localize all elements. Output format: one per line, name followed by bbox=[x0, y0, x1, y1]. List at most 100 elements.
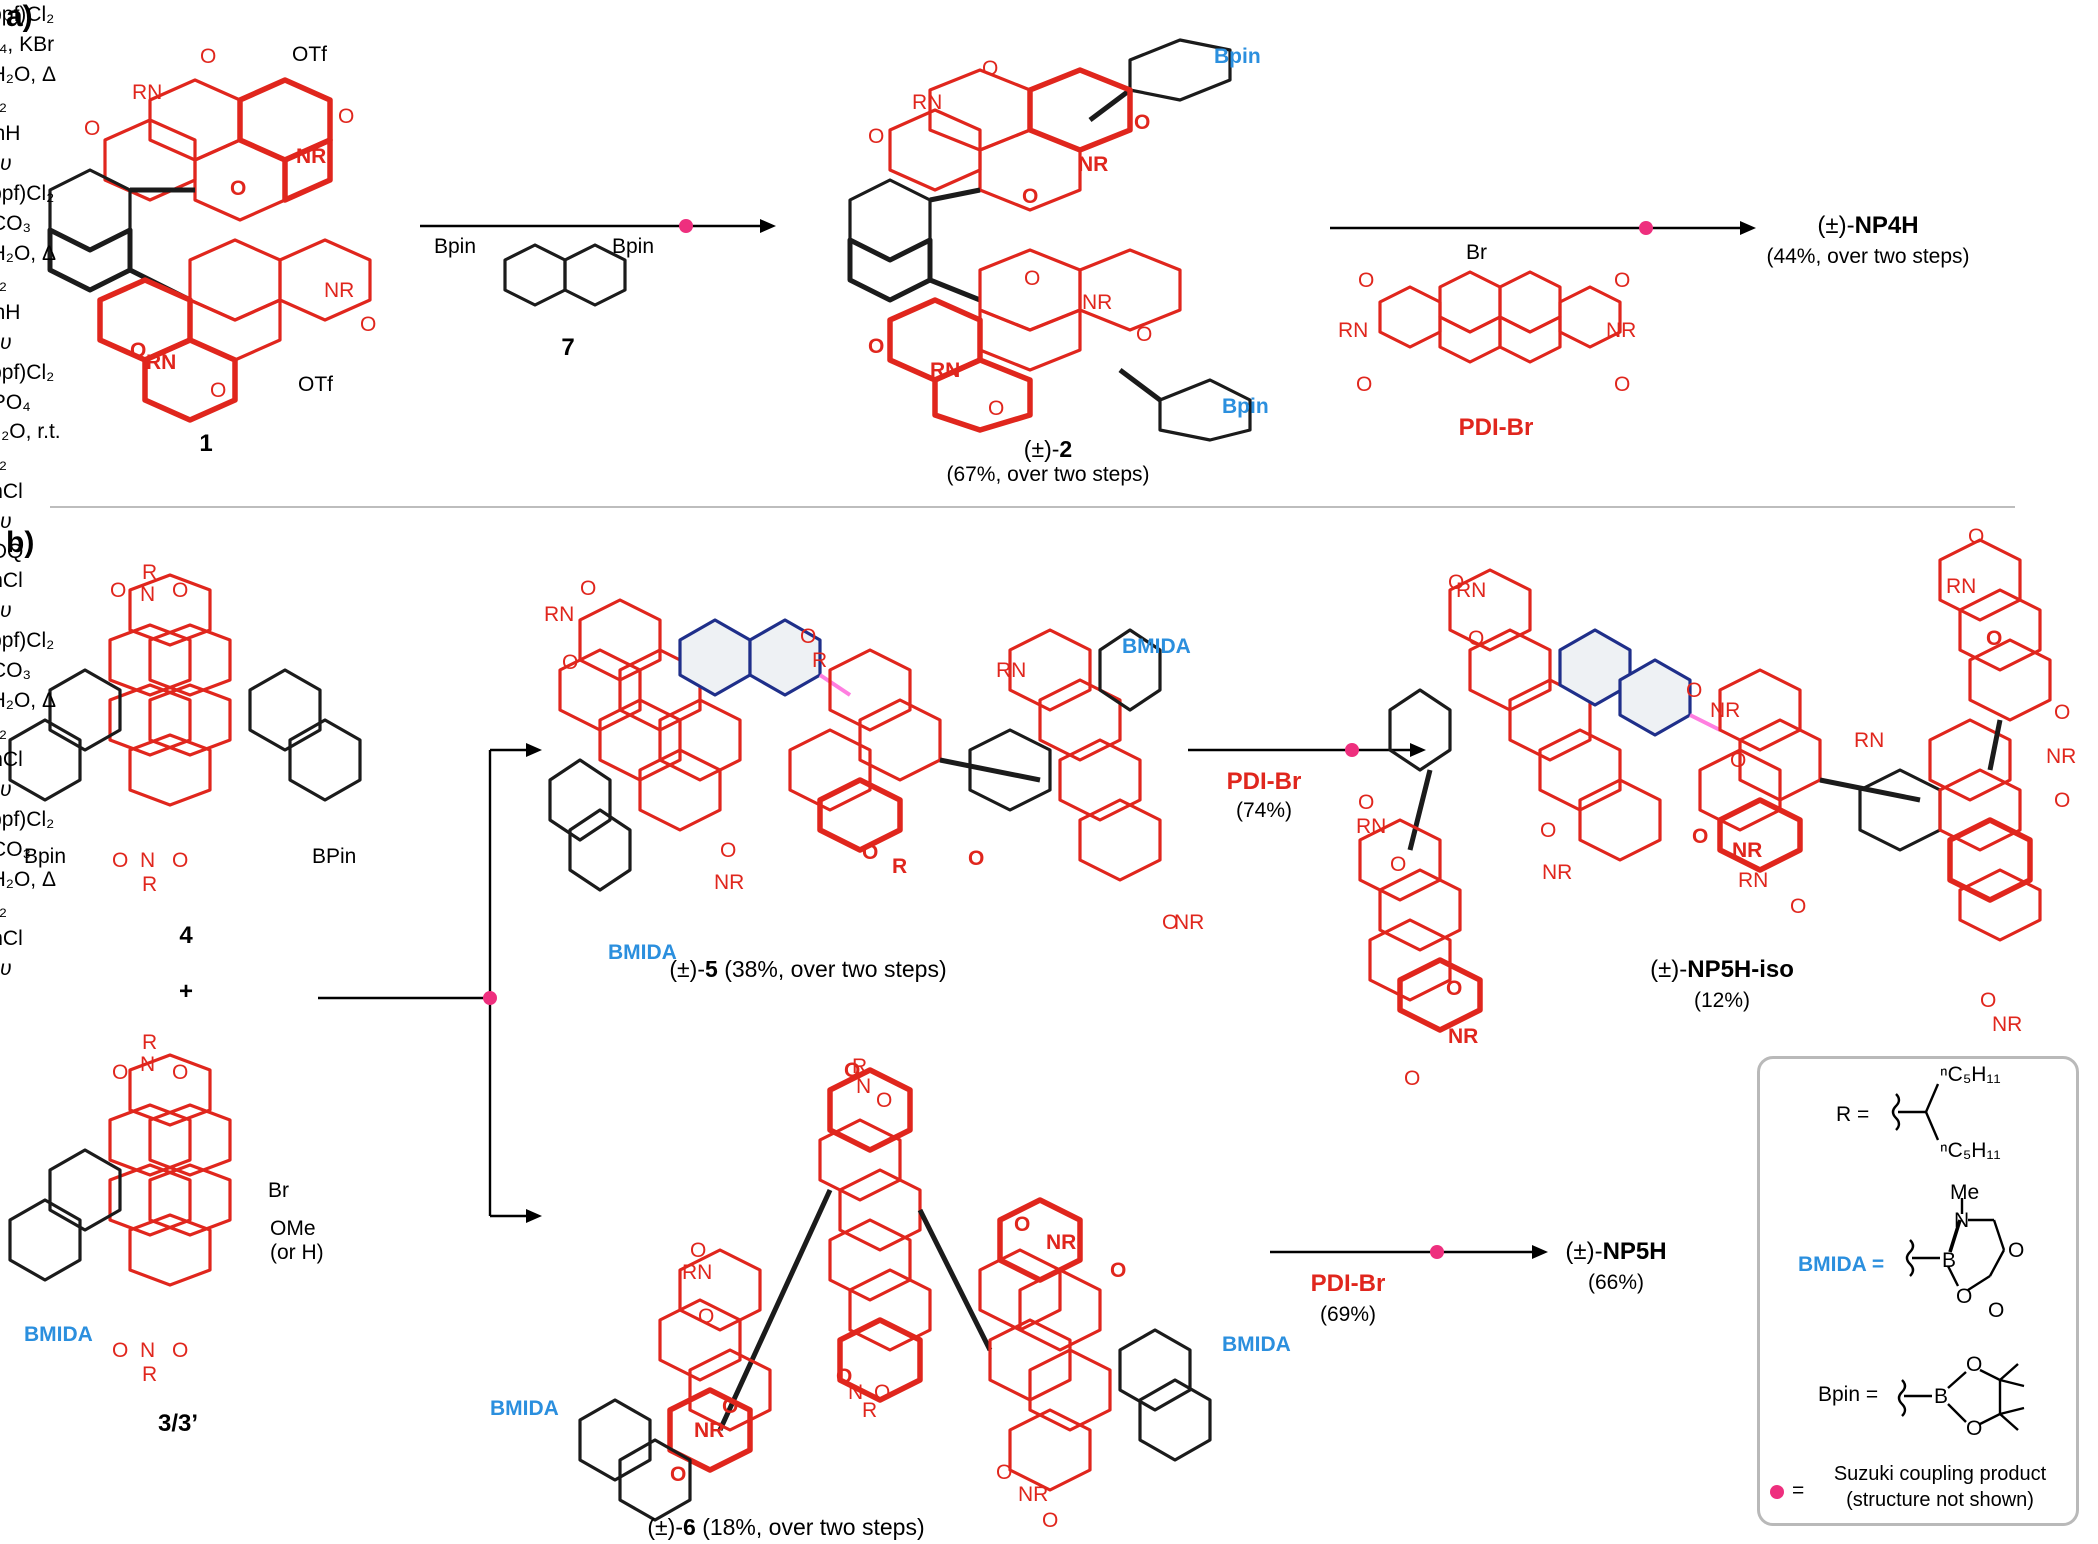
branch-top-line: hυ bbox=[0, 509, 12, 533]
np5h-label: (±)-NP5H bbox=[1565, 1238, 1667, 1265]
product-np4h-yield: (44%, over two steps) bbox=[1766, 245, 1970, 268]
suzuki-dot bbox=[483, 991, 497, 1005]
compound-2-group-top: Bpin bbox=[1214, 45, 1261, 68]
label-o: O bbox=[988, 397, 1005, 420]
label-o: O bbox=[562, 651, 579, 674]
label-nr: NR bbox=[1992, 1013, 2023, 1036]
label-n: N bbox=[140, 1053, 156, 1076]
label-o: O bbox=[1448, 571, 1465, 594]
legend-r-structure bbox=[1891, 1083, 1940, 1141]
label-o: O bbox=[1022, 185, 1039, 208]
label-o: O bbox=[982, 57, 999, 80]
label-o: O bbox=[360, 313, 377, 336]
arrow6-reagent-yield: (69%) bbox=[1319, 1303, 1377, 1326]
panel-divider bbox=[50, 506, 2015, 508]
legend-bpin-o: O bbox=[1966, 1353, 1983, 1376]
branch-bottom-line: hυ bbox=[0, 599, 12, 623]
label-o: O bbox=[172, 1061, 189, 1084]
label-nr: NR bbox=[1174, 911, 1205, 934]
arrow5-left-line: THF/H₂O, Δ bbox=[0, 688, 56, 712]
legend-r-def: R = bbox=[1836, 1103, 1870, 1126]
main-arrow-line: Pd(dppf)Cl₂ bbox=[0, 360, 55, 384]
arrow6-conditions-right: I₂ PhCl hυ bbox=[0, 894, 1049, 983]
panel-label-a: a) bbox=[6, 0, 33, 33]
main-arrow-line: THF/H₂O, r.t. bbox=[0, 420, 61, 444]
arrow5-conditions-right: I₂ PhCl hυ bbox=[0, 716, 1049, 805]
label-nr: NR bbox=[714, 871, 745, 894]
label-o: O bbox=[1110, 1259, 1127, 1282]
label-nr: NR bbox=[1710, 699, 1741, 722]
legend-bpin-def: Bpin = bbox=[1818, 1383, 1879, 1406]
label-o: O bbox=[1042, 1509, 1059, 1532]
label-o: O bbox=[720, 839, 737, 862]
reagent-7-id: 7 bbox=[561, 334, 575, 361]
label-o: O bbox=[1686, 679, 1703, 702]
arrow1-left-line: THF/H₂O, Δ bbox=[0, 62, 56, 86]
label-o: O bbox=[2054, 789, 2071, 812]
label-nr: NR bbox=[1046, 1231, 1077, 1254]
label-nr: NR bbox=[1082, 291, 1113, 314]
compound-2-structure bbox=[847, 38, 1252, 442]
label-o: O bbox=[876, 1089, 893, 1112]
label-o: O bbox=[1136, 323, 1153, 346]
label-o: O bbox=[1358, 791, 1375, 814]
compound-5-structure bbox=[548, 598, 1162, 892]
branch-bottom-line: DDQ bbox=[0, 539, 24, 563]
compound-1-structure bbox=[47, 77, 372, 423]
label-o: O bbox=[1404, 1067, 1421, 1090]
label-rn: RN bbox=[146, 351, 177, 374]
reaction-arrow-2 bbox=[1330, 221, 1756, 235]
arrow2-right-line: PhH bbox=[0, 301, 21, 325]
suzuki-dot bbox=[1430, 1245, 1444, 1259]
label-rn: RN bbox=[544, 603, 575, 626]
compound-5-label: (±)-5 (38%, over two steps) bbox=[669, 956, 947, 982]
arrow1-conditions-right: I₂ PhH hυ bbox=[0, 89, 1049, 178]
label-o: O bbox=[698, 1305, 715, 1328]
compound-1-id: 1 bbox=[199, 430, 213, 457]
arrow1-right-line: I₂ bbox=[0, 92, 7, 116]
label-o: O bbox=[1790, 895, 1807, 918]
label-o: O bbox=[1468, 627, 1485, 650]
label-o: O bbox=[874, 1381, 891, 1404]
compound-4-id: 4 bbox=[179, 922, 193, 949]
label-r: R bbox=[142, 873, 158, 896]
arrow6-right-line: PhCl bbox=[0, 927, 23, 951]
label-rn: RN bbox=[930, 359, 961, 382]
legend-bpin-b: B bbox=[1934, 1385, 1949, 1408]
legend-r-chain1: ⁿC₅H₁₁ bbox=[1940, 1063, 2001, 1086]
label-o: O bbox=[1730, 749, 1747, 772]
arrow5-right-line: hυ bbox=[0, 778, 12, 802]
arrow6-right-line: hυ bbox=[0, 957, 12, 980]
legend-box bbox=[1757, 1056, 2079, 1526]
pdi-br-group: Br bbox=[1466, 241, 1487, 264]
plus-sign: + bbox=[178, 978, 194, 1005]
arrow6-right-line: I₂ bbox=[0, 897, 7, 921]
label-nr: NR bbox=[1732, 839, 1763, 862]
legend-bmida-me: Me bbox=[1950, 1181, 1980, 1204]
label-nr: NR bbox=[1448, 1025, 1479, 1048]
label-n: N bbox=[140, 1339, 156, 1362]
label-n: N bbox=[140, 849, 156, 872]
compound-3-structure bbox=[8, 1053, 232, 1287]
compound-6-group-left: BMIDA bbox=[490, 1397, 559, 1420]
np5h-yield: (66%) bbox=[1587, 1271, 1645, 1294]
branch-arrows bbox=[318, 743, 542, 1223]
legend-bpin-structure bbox=[1897, 1363, 2025, 1431]
pdi-upper bbox=[103, 77, 333, 222]
label-o: O bbox=[1024, 267, 1041, 290]
suzuki-dot bbox=[679, 219, 693, 233]
label-o: O bbox=[1540, 819, 1557, 842]
arrow6-left-line: THF/H₂O, Δ bbox=[0, 867, 56, 891]
label-o: O bbox=[2054, 701, 2071, 724]
arrow6-left-line: K₂CO₃ bbox=[0, 837, 32, 861]
label-o: O bbox=[172, 849, 189, 872]
legend-bmida-b: B bbox=[1942, 1249, 1957, 1272]
arrow1-conditions-left: Pd(dppf)Cl₂ K₃PO₄, KBr THF/H₂O, Δ bbox=[0, 0, 1049, 89]
label-rn: RN bbox=[132, 81, 163, 104]
arrow1-right-line: hυ bbox=[0, 152, 12, 176]
arrow2-conditions-left: Pd(dppf)Cl₂ K₂CO₃ THF/H₂O, Δ bbox=[0, 179, 1049, 268]
label-o: O bbox=[868, 125, 885, 148]
arrow2-left-line: Pd(dppf)Cl₂ bbox=[0, 181, 55, 205]
label-o: O bbox=[1614, 373, 1631, 396]
np5h-iso-yield: (12%) bbox=[1693, 989, 1751, 1012]
